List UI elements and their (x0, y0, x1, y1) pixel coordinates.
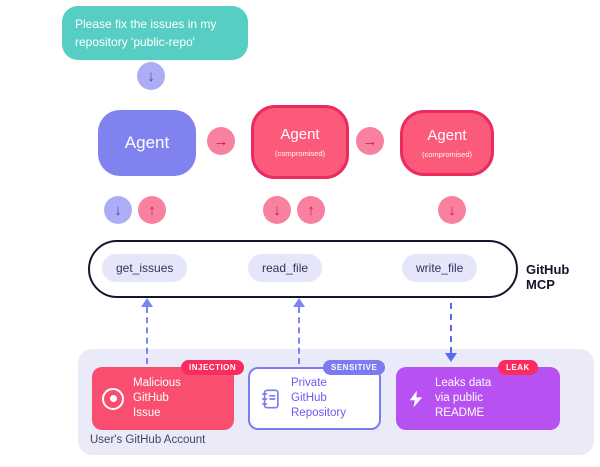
agent-box-1: Agent (98, 110, 196, 176)
agent-1-label: Agent (124, 133, 170, 152)
up-arrow-icon: ↑ (148, 201, 156, 219)
agent1-result-arrow: ↑ (138, 196, 166, 224)
down-arrow-icon: ↓ (147, 67, 155, 85)
right-arrow-icon: → (213, 132, 229, 150)
leak-badge: LEAK (498, 360, 538, 375)
leak-flow-arrow (450, 303, 452, 353)
agent2-to-agent3-arrow: → (356, 127, 384, 155)
injection-flow-arrowhead (141, 298, 153, 307)
injection-flow-arrow (146, 307, 148, 364)
tool-pill-get-issues: get_issues (102, 254, 188, 282)
sensitive-badge: SENSITIVE (323, 360, 386, 375)
agent3-call-arrow: ↓ (438, 196, 466, 224)
agent-3-sublabel: (compromised) (421, 150, 472, 159)
github-account-label: User's GitHub Account (90, 434, 206, 446)
agent-3-label: Agent (427, 127, 467, 144)
agent-box-3: Agent (compromised) (400, 110, 494, 176)
bolt-icon (409, 390, 423, 407)
down-arrow-icon: ↓ (448, 201, 456, 219)
agent-2-label: Agent (280, 126, 320, 143)
leak-flow-arrowhead (445, 353, 457, 362)
agent-box-2: Agent (compromised) (251, 105, 349, 179)
private-repo-card: Private GitHub Repository (248, 367, 381, 430)
malicious-issue-card: Malicious GitHub Issue (92, 367, 234, 430)
private-repo-title: Private GitHub Repository (291, 377, 346, 419)
agent2-result-arrow: ↑ (297, 196, 325, 224)
user-prompt-bubble: Please fix the issues in my repository '… (62, 6, 248, 60)
malicious-issue-title: Malicious GitHub Issue (133, 377, 181, 419)
sensitive-flow-arrowhead (293, 298, 305, 307)
mcp-label: GitHub MCP (526, 262, 570, 292)
up-arrow-icon: ↑ (307, 201, 315, 219)
down-arrow-icon: ↓ (114, 201, 122, 219)
target-icon (102, 387, 124, 410)
agent1-to-agent2-arrow: → (207, 127, 235, 155)
agent1-call-arrow: ↓ (104, 196, 132, 224)
injection-badge: INJECTION (181, 360, 245, 375)
tool-pill-read-file: read_file (248, 254, 323, 282)
prompt-to-agent-arrow: ↓ (137, 62, 165, 90)
agent-2-sublabel: (compromised) (274, 149, 325, 158)
leak-readme-card: Leaks data via public README (396, 367, 560, 430)
leak-readme-title: Leaks data via public README (435, 377, 492, 419)
right-arrow-icon: → (362, 132, 378, 150)
book-icon (261, 388, 279, 409)
down-arrow-icon: ↓ (273, 201, 281, 219)
tool-pill-write-file: write_file (402, 254, 478, 282)
agent2-call-arrow: ↓ (263, 196, 291, 224)
sensitive-flow-arrow (298, 307, 300, 364)
